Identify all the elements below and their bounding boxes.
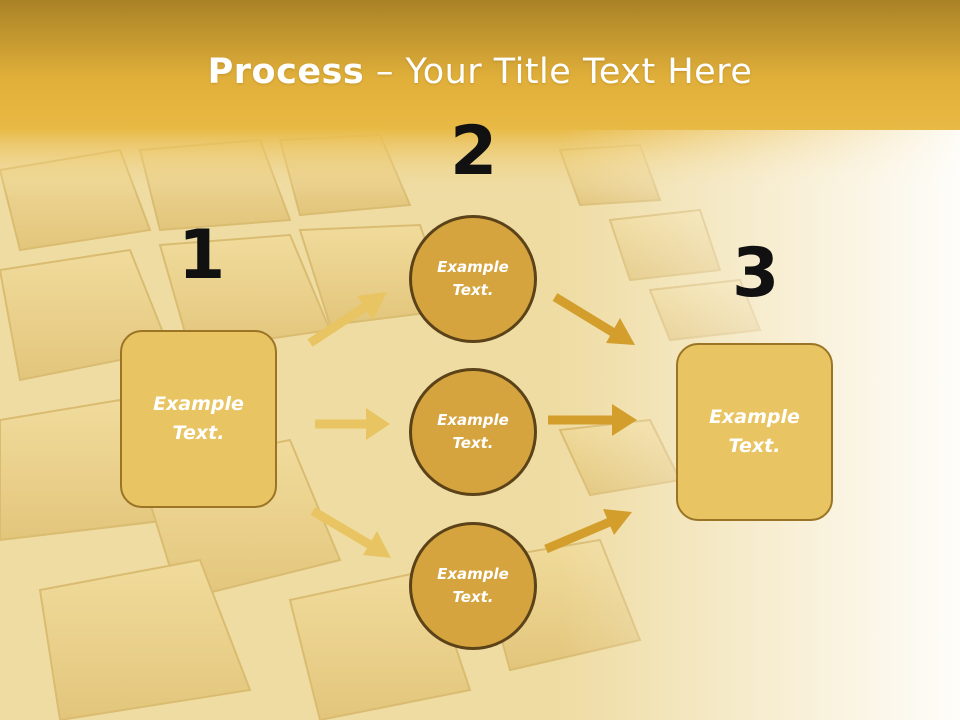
arrow-box1-to-circle-middle <box>315 408 390 440</box>
step2-circle-middle-text: Example Text. <box>437 411 509 452</box>
step2-circle-bottom: Example Text. <box>409 522 537 650</box>
arrow-box1-to-circle-top <box>307 292 387 347</box>
step1-box: Example Text. <box>120 330 277 508</box>
step-number-1: 1 <box>178 216 226 295</box>
step3-box: Example Text. <box>676 343 833 521</box>
title-rest: – Your Title Text Here <box>364 52 753 92</box>
step-number-3: 3 <box>732 234 780 313</box>
step3-box-text: Example Text. <box>709 406 800 457</box>
step2-circle-top: Example Text. <box>409 215 537 343</box>
title-bold: Process <box>207 52 365 92</box>
step2-circle-top-text: Example Text. <box>437 258 509 299</box>
arrow-circle-top-to-box3 <box>552 293 635 345</box>
slide-title: Process – Your Title Text Here <box>0 52 960 92</box>
step2-circle-bottom-text: Example Text. <box>437 565 509 606</box>
arrow-box1-to-circle-bottom <box>310 507 391 558</box>
step1-box-text: Example Text. <box>153 393 244 444</box>
arrow-circle-bottom-to-box3 <box>544 509 632 554</box>
arrow-circle-middle-to-box3 <box>548 404 637 436</box>
step-number-2: 2 <box>450 112 498 191</box>
step2-circle-middle: Example Text. <box>409 368 537 496</box>
